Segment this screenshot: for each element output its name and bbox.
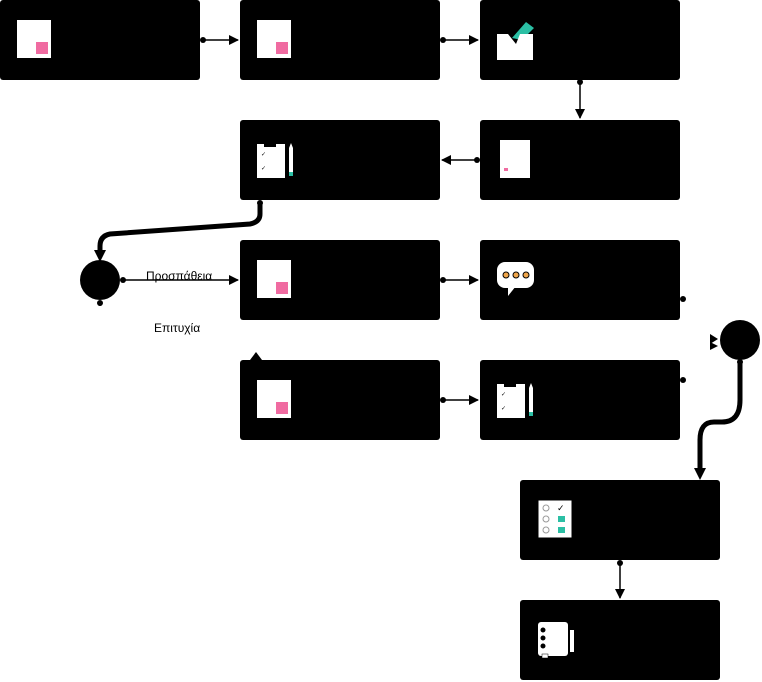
clipboard-pen-icon: ✓✓ bbox=[256, 138, 296, 187]
edge-gateway-right-10 bbox=[697, 362, 743, 472]
label-attempt: Προσπάθεια bbox=[146, 269, 213, 283]
svg-text:✓: ✓ bbox=[261, 165, 266, 172]
task-9[interactable]: ✓✓ bbox=[480, 360, 680, 440]
gateway-right[interactable] bbox=[720, 320, 760, 360]
task-5[interactable]: ✓✓ bbox=[240, 120, 440, 200]
speech-bubble-icon bbox=[496, 258, 536, 303]
task-3[interactable] bbox=[480, 0, 680, 80]
document-icon bbox=[256, 378, 292, 425]
document-icon bbox=[256, 18, 292, 65]
label-success: Επιτυχία bbox=[154, 321, 201, 335]
document-icon bbox=[256, 258, 292, 305]
task-7[interactable] bbox=[480, 240, 680, 320]
edge-7-gateway-right bbox=[710, 334, 718, 344]
checklist-icon: ✓ bbox=[536, 498, 576, 545]
task-8[interactable] bbox=[240, 360, 440, 440]
task-11[interactable] bbox=[520, 600, 720, 680]
edge-9-gateway-right bbox=[710, 342, 718, 350]
gateway-left[interactable] bbox=[80, 260, 120, 300]
task-2[interactable] bbox=[240, 0, 440, 80]
svg-text:✓: ✓ bbox=[557, 504, 565, 514]
clipboard-pen-icon: ✓✓ bbox=[496, 378, 536, 427]
edge-5-gateway bbox=[97, 203, 263, 256]
notebook-icon bbox=[536, 618, 576, 667]
task-10[interactable]: ✓ bbox=[520, 480, 720, 560]
task-6[interactable] bbox=[240, 240, 440, 320]
svg-text:✓: ✓ bbox=[501, 405, 506, 412]
page-icon bbox=[496, 138, 532, 185]
svg-text:✓: ✓ bbox=[501, 391, 506, 398]
task-4[interactable] bbox=[480, 120, 680, 200]
edge-gw-8-arrow bbox=[250, 352, 262, 360]
document-icon bbox=[16, 18, 52, 65]
ballot-box-icon bbox=[496, 18, 536, 65]
task-1[interactable] bbox=[0, 0, 200, 80]
svg-text:✓: ✓ bbox=[261, 151, 266, 158]
